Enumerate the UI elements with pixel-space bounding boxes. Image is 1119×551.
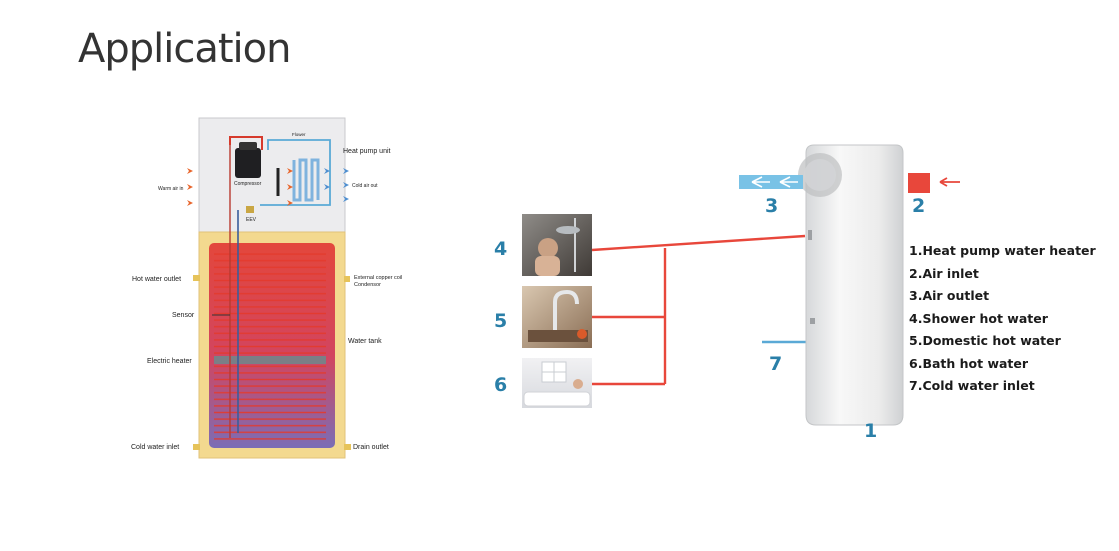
tank-diagram: Heat pump unit Flower Compressor EEV War… [131, 117, 402, 459]
air-inlet-marker [908, 173, 960, 193]
bathtub-photo [522, 358, 592, 408]
system-diagram: 4 5 6 3 2 7 1 [494, 144, 960, 442]
legend-item: 1.Heat pump water heater [909, 243, 1096, 258]
drain-outlet-fitting [344, 444, 351, 450]
label-heat-pump-unit: Heat pump unit [343, 148, 391, 155]
label-warm-air-in: Warm air in [158, 186, 184, 192]
condenser-coil [214, 252, 326, 444]
compressor-top [239, 142, 257, 150]
legend: 1.Heat pump water heater 2.Air inlet 3.A… [909, 240, 1096, 398]
air-outlet-arrows [739, 175, 803, 189]
legend-item: 6.Bath hot water [909, 355, 1029, 371]
number-3: 3 [765, 195, 778, 217]
page-title: Application [78, 26, 291, 72]
label-drain-outlet: Drain outlet [353, 444, 389, 451]
hot-water-outlet-fitting [193, 275, 200, 281]
compressor [235, 148, 261, 178]
warm-air-arrows [187, 168, 293, 206]
number-1: 1 [864, 420, 877, 442]
heat-pump-unit-box [198, 117, 346, 233]
cold-water-inlet-fitting [193, 444, 200, 450]
legend-item: 3.Air outlet [909, 288, 990, 303]
number-4: 4 [494, 238, 507, 260]
label-compressor: Compressor [234, 181, 262, 187]
label-water-tank: Water tank [348, 338, 382, 345]
number-6: 6 [494, 374, 507, 396]
legend-item: 2.Air inlet [909, 265, 979, 281]
electric-heater-element [214, 356, 326, 364]
number-5: 5 [494, 310, 507, 332]
label-cold-air-out: Cold air out [352, 183, 378, 189]
refrigerant-pipe-cold [260, 139, 331, 206]
label-sensor: Sensor [172, 312, 195, 319]
evaporator-coil [292, 158, 320, 202]
kitchen-tap-photo [522, 286, 592, 348]
eev-valve [246, 206, 254, 213]
label-hot-water-outlet: Hot water outlet [132, 276, 181, 283]
cold-air-arrows [324, 168, 349, 202]
label-cold-water-inlet: Cold water inlet [131, 444, 179, 451]
legend-item: 5.Domestic hot water [909, 333, 1061, 348]
label-condenser-2: Condensor [354, 282, 381, 288]
refrigerant-pipe-hot [229, 136, 263, 150]
legend-item: 4.Shower hot water [909, 310, 1048, 326]
number-2: 2 [912, 195, 925, 217]
hot-water-pipes [591, 234, 806, 386]
shower-photo [522, 214, 592, 276]
number-7: 7 [769, 353, 782, 375]
label-flower: Flower [292, 132, 306, 137]
condenser-fitting [344, 276, 350, 282]
label-eev: EEV [246, 217, 257, 223]
label-electric-heater: Electric heater [147, 358, 192, 365]
heat-pump-unit [798, 144, 904, 426]
label-condenser-1: External copper coil [354, 275, 402, 281]
legend-item: 7.Cold water inlet [909, 378, 1035, 393]
